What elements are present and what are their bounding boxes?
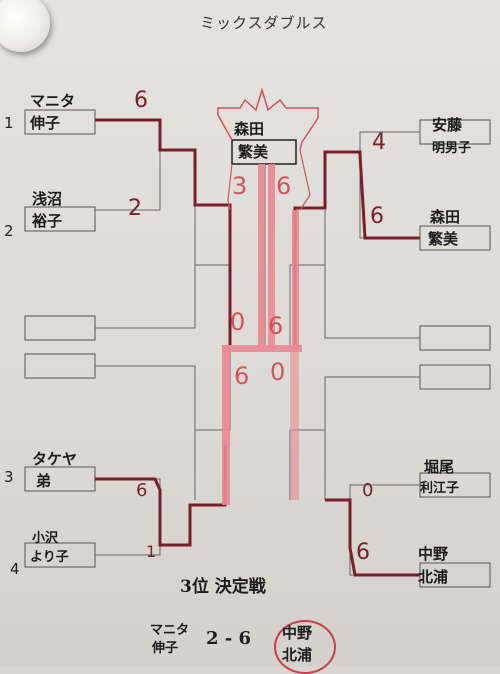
third-place-score: 2 - 6	[206, 628, 252, 649]
seed-number: 4	[10, 560, 20, 578]
seed-number: 1	[4, 114, 14, 132]
player-name: タケヤ	[32, 450, 78, 468]
player-name: 北浦	[282, 646, 313, 664]
player-name: マニタ	[150, 623, 190, 638]
player-name: 伸子	[152, 641, 179, 656]
player-name: 繁美	[428, 230, 459, 248]
match-score: 0	[230, 308, 246, 336]
player-name: 小沢	[32, 531, 59, 546]
match-score: 6	[136, 480, 148, 501]
player-name: 浅沼	[32, 190, 63, 208]
player-name: より子	[30, 550, 69, 565]
player-name: 安藤	[432, 116, 463, 134]
third-place-heading: 3位 決定戦	[180, 577, 266, 597]
final-score: 3	[232, 172, 248, 200]
player-name: 弟	[36, 472, 52, 490]
player-name: 中野	[418, 545, 449, 563]
match-score: 6	[234, 362, 250, 390]
player-name: 伸子	[30, 114, 61, 132]
champion-name: 繁美	[238, 143, 269, 161]
player-name: 利江子	[420, 481, 460, 496]
player-name: 北浦	[418, 568, 449, 586]
seed-number: 3	[4, 468, 14, 486]
match-score: 0	[362, 480, 374, 501]
seed-number: 2	[4, 222, 14, 240]
match-score: 4	[372, 130, 386, 155]
final-score: 6	[276, 172, 292, 200]
player-name: 中野	[282, 624, 313, 642]
match-score: 2	[128, 196, 142, 221]
match-score: 1	[146, 542, 157, 561]
player-name: 明男子	[432, 141, 472, 156]
champion-name: 森田	[234, 120, 265, 138]
match-score: 6	[356, 540, 370, 565]
player-name: 森田	[430, 208, 461, 226]
match-score: 6	[370, 204, 384, 229]
match-score: 6	[268, 312, 284, 340]
player-name: 裕子	[32, 212, 63, 230]
match-score: 0	[270, 358, 286, 386]
match-score: 6	[134, 88, 148, 113]
magnet	[0, 0, 50, 52]
player-name: 堀尾	[424, 458, 455, 476]
page-title: ミックスダブルス	[200, 14, 328, 32]
player-name: マニタ	[30, 92, 76, 110]
